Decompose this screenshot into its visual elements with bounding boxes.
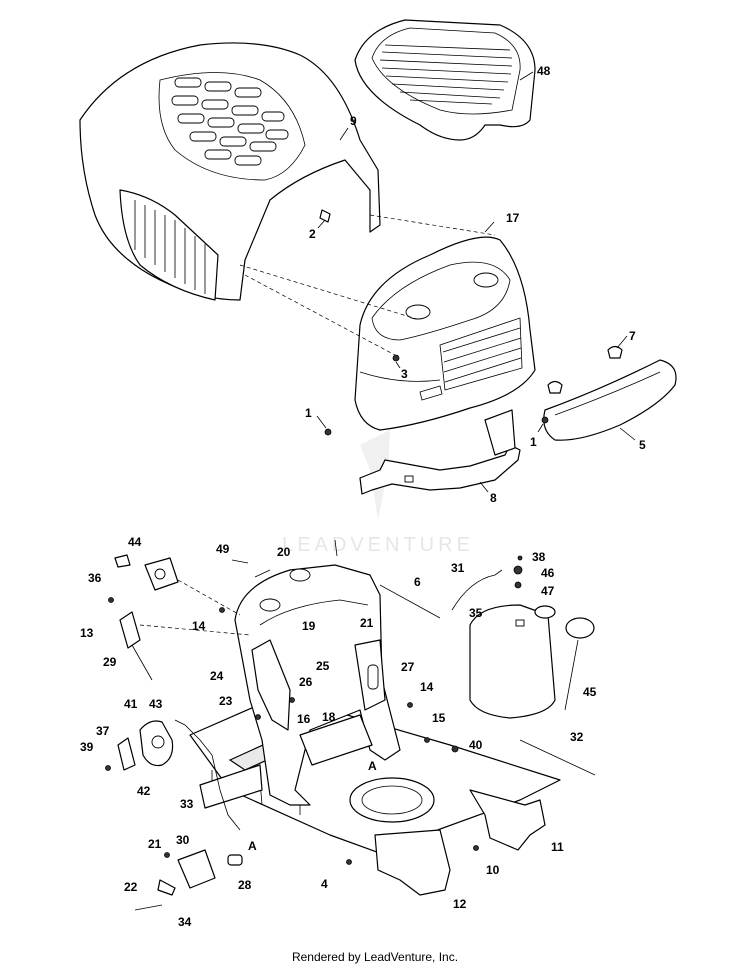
callout-9: 9	[350, 114, 357, 128]
callout-6: 6	[414, 575, 421, 589]
hardware-small-fasteners	[105, 539, 523, 865]
part-35-fuel-tank[interactable]	[469, 604, 556, 719]
callout-45: 45	[583, 685, 597, 699]
part-30-bracket[interactable]	[134, 849, 243, 911]
callout-16: 16	[297, 712, 311, 726]
callout-21a: 21	[360, 616, 374, 630]
part-5-front-bumper[interactable]	[543, 359, 677, 441]
callout-1b: 1	[530, 435, 537, 449]
callout-34: 34	[178, 915, 192, 929]
part-8-mounting-bracket[interactable]	[359, 409, 521, 495]
part-44-ignition-switch[interactable]	[114, 554, 179, 591]
callout-labels: 48 9 17 2 3 7 1 1 5 8 44 49 20 36 13 14 …	[80, 64, 646, 929]
callout-29: 29	[103, 655, 117, 669]
callout-46: 46	[541, 566, 555, 580]
hardware-screws-upper	[319, 209, 623, 436]
callout-41: 41	[124, 697, 138, 711]
callout-38: 38	[532, 550, 546, 564]
callout-20: 20	[277, 545, 291, 559]
callout-49: 49	[216, 542, 230, 556]
assembly-dash-lines	[139, 214, 496, 636]
callout-32: 32	[570, 730, 584, 744]
callout-35: 35	[469, 606, 483, 620]
callout-2: 2	[309, 227, 316, 241]
callout-37: 37	[96, 724, 110, 738]
callout-11: 11	[551, 840, 564, 854]
watermark-text: LEADVENTURE	[282, 534, 474, 556]
callout-15: 15	[432, 711, 446, 725]
callout-36: 36	[88, 571, 102, 585]
callout-19: 19	[302, 619, 316, 633]
callout-25: 25	[316, 659, 330, 673]
callout-10: 10	[486, 863, 500, 877]
callout-14b: 14	[420, 680, 434, 694]
callout-5: 5	[639, 438, 646, 452]
part-48-hood-insert[interactable]	[354, 19, 536, 141]
footer-credit: Rendered by LeadVenture, Inc.	[291, 950, 459, 964]
part-33-shift-rod[interactable]	[174, 719, 241, 831]
callout-31: 31	[451, 561, 465, 575]
callout-40: 40	[469, 738, 483, 752]
callout-7: 7	[629, 329, 636, 343]
callout-28: 28	[238, 878, 252, 892]
callout-47: 47	[541, 584, 555, 598]
callout-3: 3	[401, 367, 408, 381]
callout-23: 23	[219, 694, 233, 708]
callout-4: 4	[321, 877, 328, 891]
callout-17: 17	[506, 211, 520, 225]
part-29-throttle-lever[interactable]	[119, 611, 153, 681]
callout-26: 26	[299, 675, 313, 689]
rods-and-lines	[379, 569, 596, 776]
callout-18: 18	[322, 710, 336, 724]
callout-1a: 1	[305, 406, 312, 420]
part-17-dash-panel[interactable]	[354, 236, 536, 431]
leader-lines	[316, 71, 636, 493]
callout-A1: A	[368, 759, 377, 773]
part-9-hood[interactable]	[79, 42, 381, 301]
part-45-fuel-cap[interactable]	[564, 617, 595, 711]
callout-8: 8	[490, 491, 497, 505]
callout-42: 42	[137, 784, 151, 798]
callout-21b: 21	[148, 837, 162, 851]
part-24-dash-tower[interactable]	[234, 564, 401, 806]
callout-A2: A	[248, 839, 257, 853]
callout-33: 33	[180, 797, 194, 811]
callout-48: 48	[537, 64, 551, 78]
part-12-front-bracket[interactable]	[374, 829, 451, 896]
callout-24: 24	[210, 669, 224, 683]
callout-43: 43	[149, 697, 163, 711]
callout-30: 30	[176, 833, 190, 847]
part-11-side-bracket[interactable]	[469, 789, 546, 851]
callout-22: 22	[124, 880, 138, 894]
callout-44: 44	[128, 535, 142, 549]
callout-14a: 14	[192, 619, 206, 633]
callout-27: 27	[401, 660, 415, 674]
callout-12: 12	[453, 897, 467, 911]
part-41-lever-assembly[interactable]	[117, 720, 174, 771]
callout-39: 39	[80, 740, 94, 754]
callout-13: 13	[80, 626, 94, 640]
